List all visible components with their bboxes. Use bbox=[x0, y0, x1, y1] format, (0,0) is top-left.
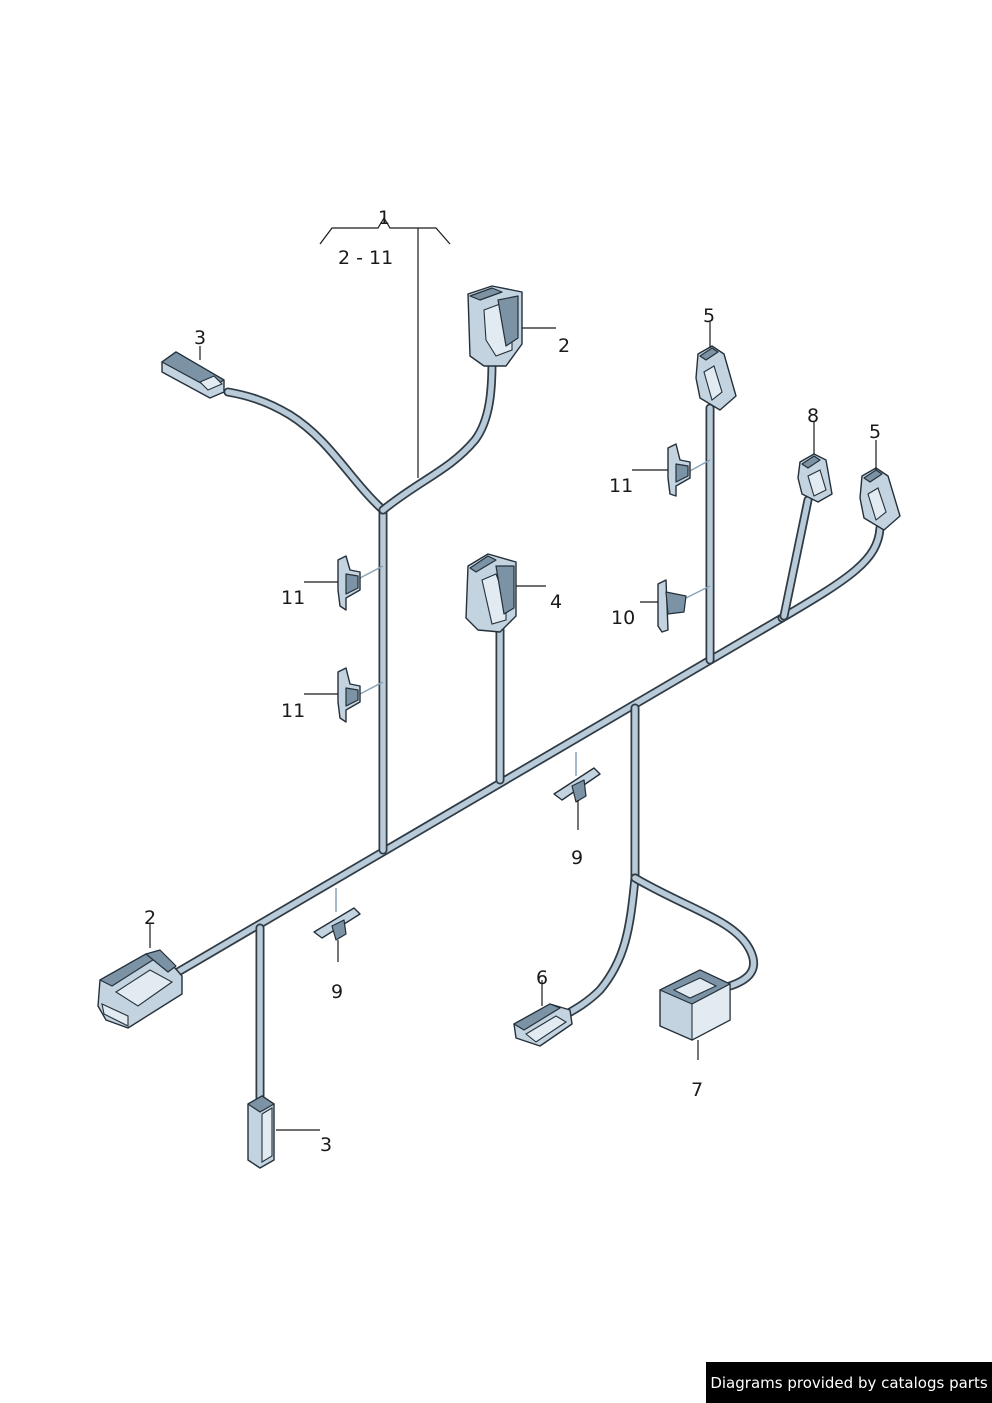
clip-9-left bbox=[313, 888, 361, 941]
connector-5-left bbox=[695, 345, 737, 411]
connector-3-bottom bbox=[247, 1095, 275, 1169]
connector-8 bbox=[797, 453, 833, 503]
connector-7 bbox=[659, 969, 731, 1041]
leader-lines bbox=[149, 216, 877, 1131]
callout-9-right: 9 bbox=[571, 847, 583, 869]
connector-5-right bbox=[859, 467, 901, 531]
clip-11-a bbox=[337, 555, 384, 611]
callout-4: 4 bbox=[550, 591, 562, 613]
clip-11-c bbox=[667, 443, 711, 497]
callout-10: 10 bbox=[611, 607, 635, 629]
callout-9-left: 9 bbox=[331, 981, 343, 1003]
wiring-harness bbox=[173, 357, 885, 1103]
callout-1: 1 bbox=[378, 207, 390, 229]
clip-11-b bbox=[337, 667, 384, 723]
footer-credit-badge: Diagrams provided by catalogs parts bbox=[706, 1362, 992, 1403]
callout-8: 8 bbox=[807, 405, 819, 427]
callout-11-b: 11 bbox=[281, 700, 305, 722]
callout-6: 6 bbox=[536, 967, 548, 989]
callout-11-a: 11 bbox=[281, 587, 305, 609]
callout-2-left: 2 bbox=[144, 907, 156, 929]
connector-2-top bbox=[467, 285, 523, 367]
connector-6 bbox=[513, 1003, 573, 1047]
clip-10 bbox=[657, 579, 711, 633]
connector-3-top bbox=[161, 351, 225, 399]
callout-7: 7 bbox=[691, 1079, 703, 1101]
callout-2-top: 2 bbox=[558, 335, 570, 357]
footer-credit-text: Diagrams provided by catalogs parts bbox=[710, 1373, 988, 1392]
callout-3-bottom: 3 bbox=[320, 1134, 332, 1156]
callout-11-c: 11 bbox=[609, 475, 633, 497]
connector-2-left bbox=[97, 949, 183, 1029]
callout-5-right: 5 bbox=[869, 421, 881, 443]
clip-9-right bbox=[553, 752, 601, 803]
callout-3-top: 3 bbox=[194, 327, 206, 349]
callout-range-2-11: 2 - 11 bbox=[338, 247, 393, 269]
callout-5-left: 5 bbox=[703, 305, 715, 327]
connector-4 bbox=[465, 553, 517, 633]
callout-labels: 1 2 - 11 2 3 4 5 5 8 11 10 11 11 9 2 9 6… bbox=[144, 207, 881, 1156]
